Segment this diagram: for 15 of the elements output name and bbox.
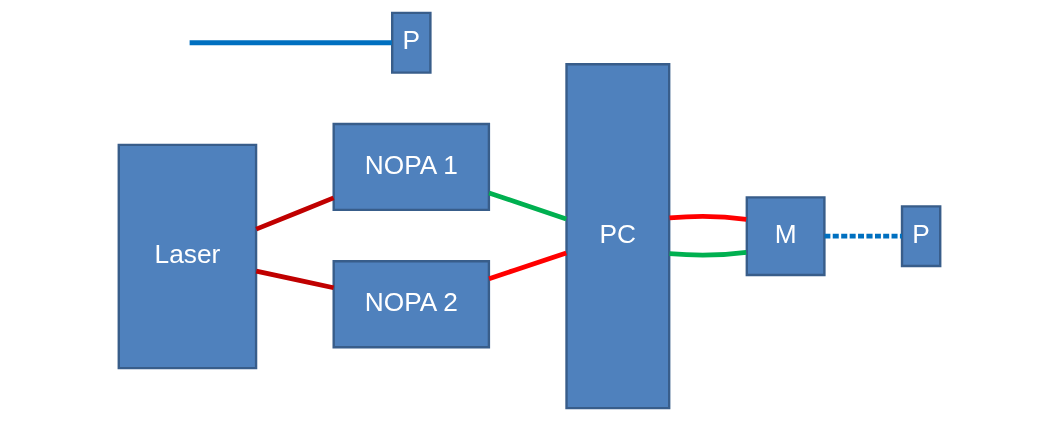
node-box: PC: [565, 63, 671, 410]
connector: [189, 40, 392, 46]
node-box: M: [745, 196, 826, 277]
connector: [488, 250, 568, 281]
connector: [488, 190, 568, 222]
connector: [255, 268, 335, 291]
node-box: NOPA 1: [332, 122, 491, 212]
connector: [669, 249, 747, 258]
connector: [824, 233, 902, 239]
node-box: Laser: [117, 143, 258, 370]
node-box: P: [900, 205, 942, 268]
connector: [669, 214, 747, 222]
node-box: NOPA 2: [332, 260, 491, 349]
node-box: P: [391, 11, 432, 74]
connector: [255, 195, 335, 232]
